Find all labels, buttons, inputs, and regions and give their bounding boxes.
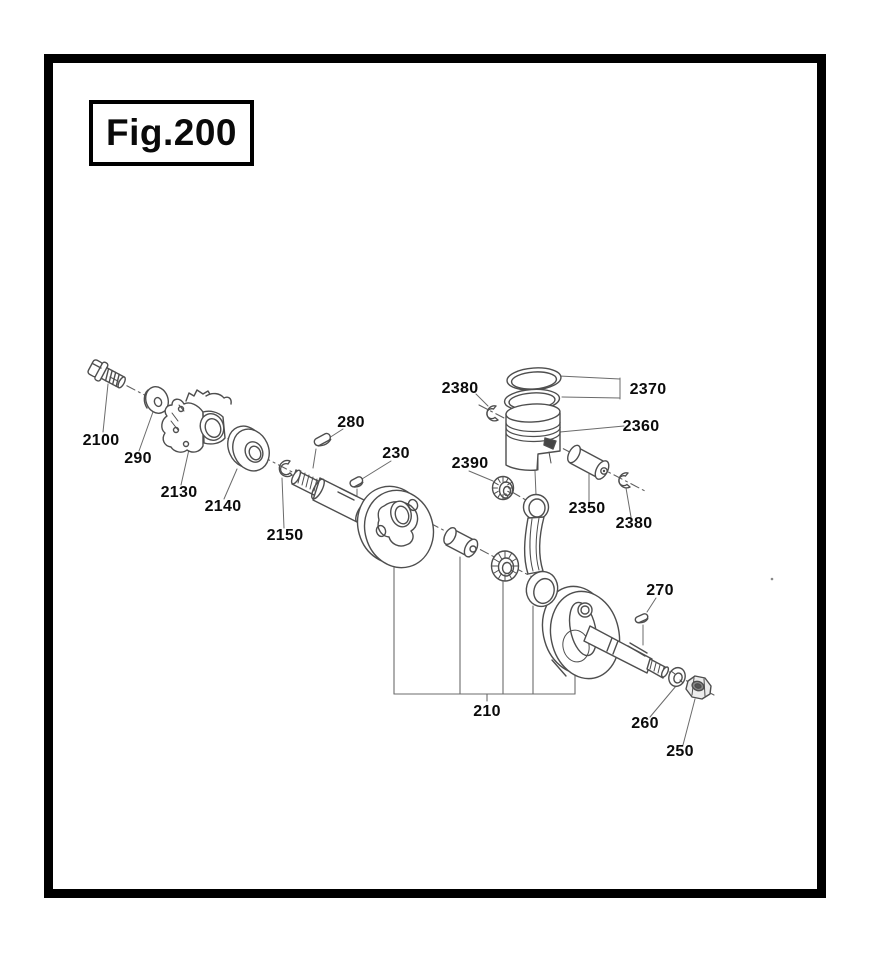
callout-270: 270: [646, 582, 674, 599]
leader-lines: [102, 375, 696, 746]
speck-dot: [770, 577, 774, 581]
figure-title: Fig.200: [106, 112, 237, 153]
callout-280: 280: [337, 414, 365, 431]
page-border: [44, 54, 826, 898]
part-key-230: [349, 476, 364, 488]
callout-230: 230: [382, 445, 410, 462]
callout-2130: 2130: [160, 484, 198, 501]
part-collar-2140: [227, 425, 270, 472]
part-key-270: [634, 613, 649, 624]
part-clip-2380-top: [486, 405, 499, 422]
part-washer-260: [668, 666, 686, 688]
part-washer-290: [143, 386, 170, 414]
part-needle-bearing-2390: [491, 475, 515, 501]
callout-2380-top: 2380: [441, 380, 479, 397]
part-piston-pin-2350: [567, 444, 610, 480]
callout-260: 260: [631, 715, 659, 732]
part-nut-250: [685, 675, 712, 700]
part-connecting-rod: [522, 493, 559, 608]
figure-label-box: Fig.200: [89, 100, 254, 166]
part-clip-2380-bottom: [618, 472, 631, 489]
part-bolt-2100: [87, 359, 126, 389]
bracket-210: [393, 556, 576, 702]
callout-2370: 2370: [629, 381, 667, 398]
part-key-280: [313, 432, 332, 447]
callout-2390: 2390: [451, 455, 489, 472]
callout-290: 290: [124, 450, 152, 467]
callout-2360: 2360: [622, 418, 660, 435]
part-crank-pin: [443, 527, 479, 558]
part-crankshaft-left: [290, 469, 435, 569]
callout-250: 250: [666, 743, 694, 760]
callout-2150: 2150: [266, 527, 304, 544]
part-output-shaft: [583, 625, 670, 679]
part-clip-2150: [278, 459, 293, 478]
callout-2100: 2100: [82, 432, 120, 449]
callout-2140: 2140: [204, 498, 242, 515]
part-governor-2130: [161, 389, 232, 453]
part-piston-2360: [505, 403, 561, 471]
part-needle-bearing-big: [490, 550, 520, 582]
callout-2380-bottom: 2380: [615, 515, 653, 532]
callout-210: 210: [473, 703, 501, 720]
callout-2350: 2350: [568, 500, 606, 517]
part-crank-web-right: [541, 585, 621, 680]
